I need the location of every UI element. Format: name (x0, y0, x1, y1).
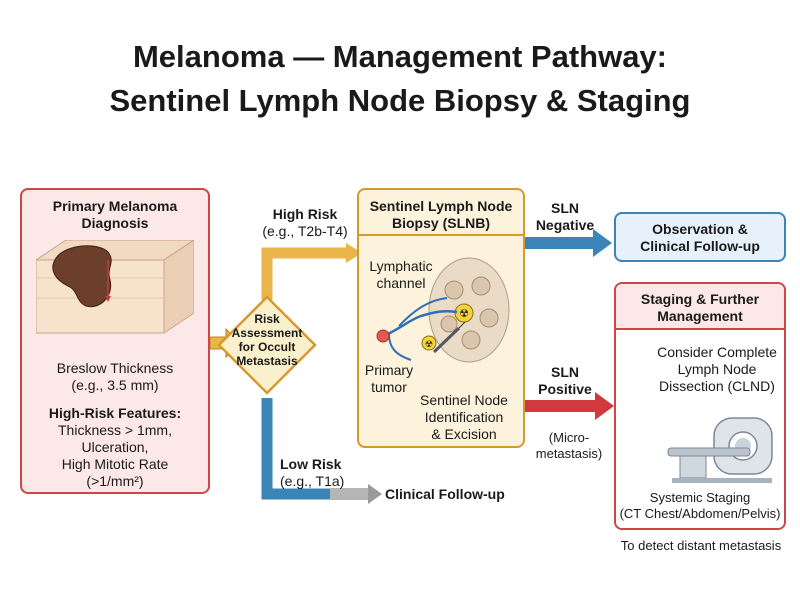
lymph-node-illustration: ☢ ☢ (376, 257, 510, 363)
sln-positive-1: SLN (551, 364, 579, 380)
lymphatic-label-1: Lymphatic (369, 258, 433, 274)
breslow-label: Breslow Thickness (56, 360, 174, 376)
title-line-1: Melanoma — Management Pathway: (132, 39, 667, 74)
risk-line-4: Metastasis (236, 354, 298, 368)
sentinel-label-3: & Excision (431, 426, 497, 442)
low-risk-example: (e.g., T1a) (280, 473, 345, 489)
breslow-example: (e.g., 3.5 mm) (71, 377, 159, 393)
clnd-line-1: Consider Complete (657, 344, 777, 360)
observation-box: Observation & Clinical Follow-up (614, 212, 786, 262)
sln-negative-2: Negative (535, 217, 595, 233)
clinical-followup-label: Clinical Follow-up (385, 486, 505, 502)
risk-line-2: Assessment (231, 326, 303, 340)
high-risk-example: (e.g., T2b-T4) (262, 223, 348, 239)
risk-line-1: Risk (254, 312, 280, 326)
high-risk-label: High Risk (272, 206, 338, 222)
feature-2: Ulceration, (81, 439, 149, 455)
staging-heading-1: Staging & Further (640, 291, 760, 307)
primary-tumor-label-1: Primary (364, 362, 414, 378)
sln-positive-2: Positive (538, 381, 592, 397)
clnd-line-2: Lymph Node (677, 361, 757, 377)
systemic-line-1: Systemic Staging (649, 490, 751, 505)
slnb-heading-2: Biopsy (SLNB) (392, 215, 490, 231)
micro-label-1: (Micro- (548, 430, 590, 445)
lymphatic-label-2: channel (376, 275, 426, 291)
svg-text:☢: ☢ (459, 308, 469, 320)
sln-negative-1: SLN (551, 200, 579, 216)
sentinel-label-1: Sentinel Node (420, 392, 508, 408)
sentinel-label-2: Identification (424, 409, 504, 425)
systemic-line-2: (CT Chest/Abdomen/Pelvis) (619, 506, 781, 521)
slnb-box: Sentinel Lymph Node Biopsy (SLNB) ☢ ☢ Ly… (357, 188, 525, 448)
clnd-line-3: Dissection (CLND) (659, 378, 775, 394)
primary-tumor-label-2: tumor (371, 379, 407, 395)
risk-assessment-diamond: Risk Assessment for Occult Metastasis (217, 295, 317, 395)
staging-box: Staging & Further Management Consider Co… (614, 282, 786, 530)
svg-text:☢: ☢ (425, 339, 433, 349)
feature-1: Thickness > 1mm, (58, 422, 172, 438)
feature-3: High Mitotic Rate (61, 456, 169, 472)
high-risk-features-title: High-Risk Features: (48, 405, 182, 421)
slnb-heading-1: Sentinel Lymph Node (369, 198, 513, 214)
risk-line-3: for Occult (238, 340, 296, 354)
distant-metastasis-note: To detect distant metastasis (620, 538, 782, 553)
primary-heading: Primary Melanoma Diagnosis (52, 198, 178, 231)
ct-scanner-icon (667, 417, 773, 483)
primary-diagnosis-box: Primary Melanoma Diagnosis Breslow Thick… (20, 188, 210, 494)
skin-lesion-illustration (36, 240, 194, 334)
low-risk-label: Low Risk (280, 456, 342, 472)
observation-line-2: Clinical Follow-up (640, 238, 760, 254)
staging-heading-2: Management (657, 308, 743, 324)
feature-4: (>1/mm²) (86, 473, 144, 489)
title-line-2: Sentinel Lymph Node Biopsy & Staging (109, 83, 691, 118)
observation-line-1: Observation & (652, 221, 748, 237)
micro-label-2: metastasis) (535, 446, 603, 461)
